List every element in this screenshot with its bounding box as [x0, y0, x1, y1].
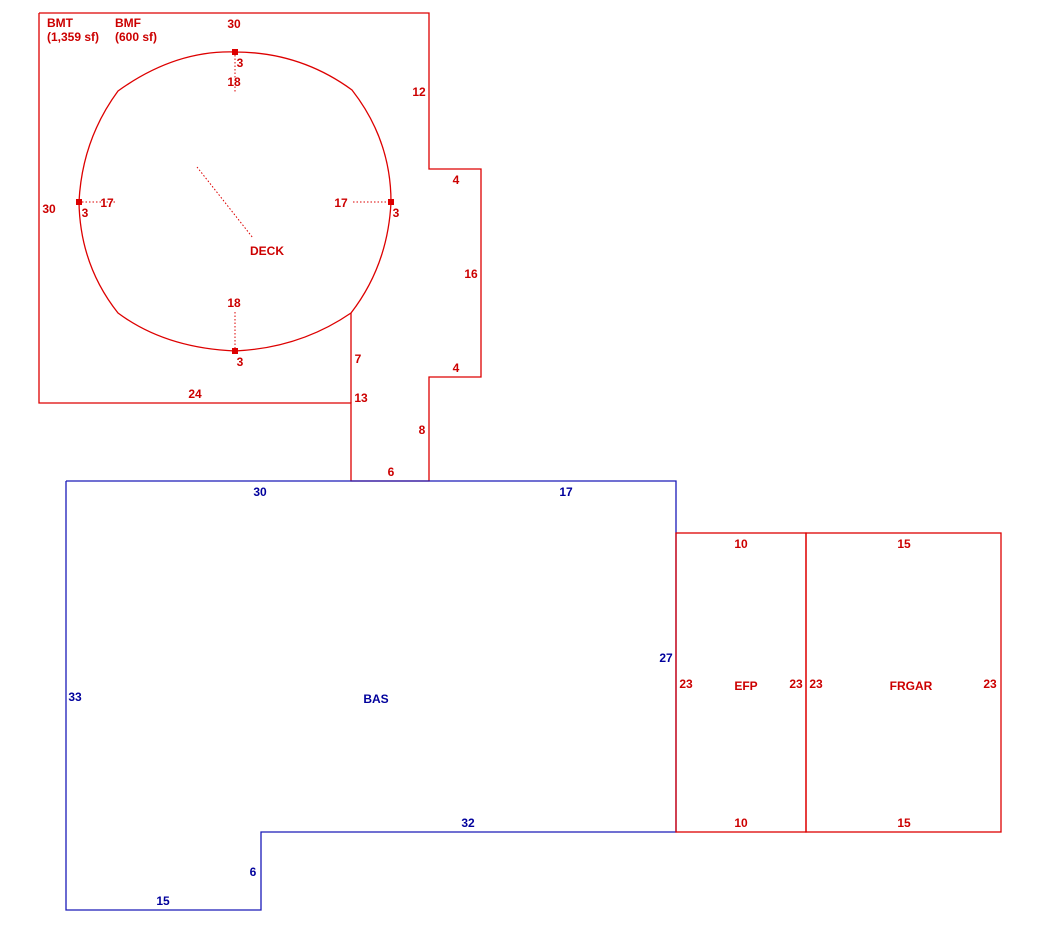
bas-label: BAS — [363, 692, 388, 706]
deck-outline — [78, 51, 392, 352]
deck-right-marker — [388, 199, 394, 205]
deck-top-marker — [232, 49, 238, 55]
dim-frgar-top: 15 — [897, 537, 911, 551]
deck-left-marker — [76, 199, 82, 205]
deck-label: DECK — [250, 244, 284, 258]
dim-efp-right: 23 — [789, 677, 803, 691]
bmt-outline — [38, 12, 482, 482]
dim-bas-bottom-right: 32 — [461, 816, 475, 830]
dim-frgar-right: 23 — [983, 677, 997, 691]
dim-efp-top: 10 — [734, 537, 748, 551]
bmf-area: (600 sf) — [115, 30, 157, 44]
dim-deck-right-radius: 17 — [334, 196, 348, 210]
dim-bas-bottom-left: 15 — [156, 894, 170, 908]
dim-bas-top-right: 17 — [559, 485, 573, 499]
dim-step-bottom: 4 — [453, 361, 460, 375]
dim-frgar-bottom: 15 — [897, 816, 911, 830]
bmf-label: BMF — [115, 16, 141, 30]
deck-leader-line — [196, 166, 254, 239]
bmt-label: BMT — [47, 16, 74, 30]
dim-connector-right: 8 — [419, 423, 426, 437]
bas-outline — [65, 480, 677, 911]
dim-bmt-top: 30 — [227, 17, 241, 31]
dim-efp-left: 23 — [679, 677, 693, 691]
dim-frgar-left: 23 — [809, 677, 823, 691]
dim-deck-bottom-radius: 18 — [227, 296, 241, 310]
deck-bottom-marker — [232, 348, 238, 354]
dim-step-side: 16 — [464, 267, 478, 281]
frgar-label: FRGAR — [890, 679, 933, 693]
frgar-outline — [805, 532, 1002, 833]
dim-bas-right: 27 — [659, 651, 673, 665]
dim-bmt-left: 30 — [42, 202, 56, 216]
dim-bas-left: 33 — [68, 690, 82, 704]
dim-deck-top-radius: 18 — [227, 75, 241, 89]
dim-bas-notch: 6 — [250, 865, 257, 879]
dim-connector-bottom: 6 — [388, 465, 395, 479]
dim-bmt-right-upper: 12 — [412, 85, 426, 99]
dim-connector-left-upper: 7 — [355, 352, 362, 366]
dim-connector-left-lower: 13 — [354, 391, 368, 405]
dim-deck-top-offset: 3 — [237, 56, 244, 70]
dim-bmt-bottom: 24 — [188, 387, 202, 401]
dim-deck-left-radius: 17 — [100, 196, 114, 210]
dim-deck-bottom-offset: 3 — [237, 355, 244, 369]
dim-bas-top-left: 30 — [253, 485, 267, 499]
efp-label: EFP — [734, 679, 757, 693]
dim-step-top: 4 — [453, 173, 460, 187]
bmt-area: (1,359 sf) — [47, 30, 99, 44]
dim-efp-bottom: 10 — [734, 816, 748, 830]
dim-deck-left-offset: 3 — [82, 206, 89, 220]
dim-deck-right-offset: 3 — [393, 206, 400, 220]
